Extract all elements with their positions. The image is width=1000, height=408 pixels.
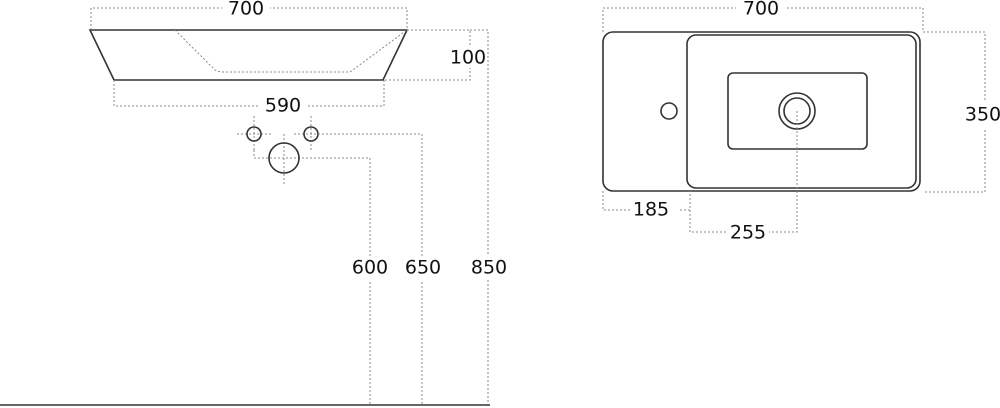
dim-label-width-bottom: 590 <box>265 95 301 117</box>
bowl-hidden-line <box>174 29 408 73</box>
bowl-outline <box>686 34 917 189</box>
dim-label-height: 100 <box>450 47 486 69</box>
dim-line-850 <box>470 29 489 405</box>
dim-label-drain-height: 600 <box>352 257 388 279</box>
tap-hole <box>660 102 678 120</box>
top-view: 700 350 185 255 <box>602 0 1000 244</box>
dim-label-width-top: 700 <box>228 0 264 20</box>
basin-profile <box>88 29 409 81</box>
dim-line-255 <box>689 111 798 233</box>
drain-pipe <box>268 142 300 174</box>
dim-label-top-width: 700 <box>743 0 779 20</box>
dim-line-185 <box>602 191 691 211</box>
dim-line-590 <box>113 80 385 107</box>
dim-label-drain-offset: 255 <box>730 222 766 244</box>
fitting-centerlines <box>237 116 371 405</box>
dim-line-650 <box>318 133 423 405</box>
dim-label-supply-height: 650 <box>405 257 441 279</box>
basin-outline <box>602 31 921 192</box>
front-view: 700 590 100 850 600 650 <box>0 0 508 406</box>
dim-label-rim-height: 850 <box>471 257 507 279</box>
dim-label-tap-offset: 185 <box>633 199 669 221</box>
dim-label-depth: 350 <box>965 104 1000 126</box>
supply-pipe-left <box>246 126 262 142</box>
